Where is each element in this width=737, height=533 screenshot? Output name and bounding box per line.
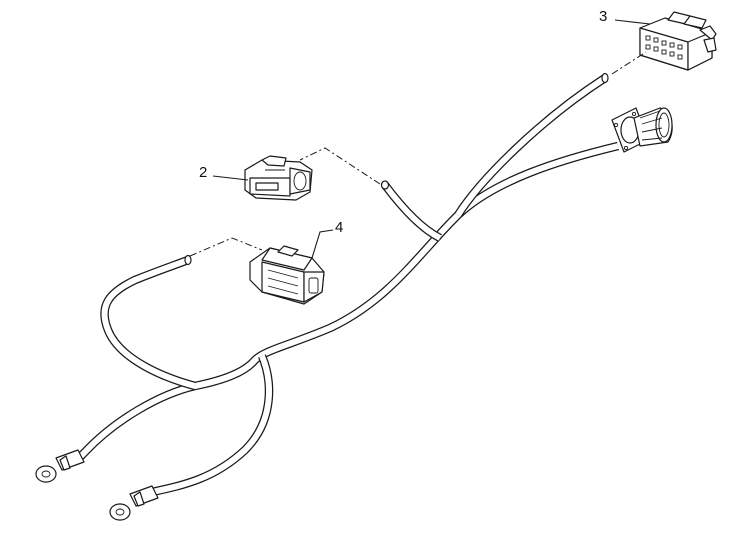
leader-line-3 [614,19,651,25]
association-lines [189,51,647,257]
dash-line-3 [611,51,647,75]
wire-ground-2 [151,354,274,497]
leader-lines [212,19,651,259]
wire-branch-4 [100,256,197,391]
wire-branch-2 [381,182,443,242]
callouts: 3 2 4 [199,8,607,236]
wire-end-3 [601,72,609,84]
wire-end-4 [184,254,192,266]
wire-main-trunk [71,141,619,466]
wire-branch-3 [454,74,608,218]
callout-3: 3 [599,8,607,25]
wire-end-2 [380,180,390,190]
connector-3 [639,11,717,71]
connector-3-pins [645,35,683,60]
wire-harness [71,72,619,497]
leader-line-2 [212,175,249,181]
ring-terminal-2 [109,485,159,521]
dash-line-2 [299,147,381,185]
ring-terminal-1 [35,449,85,483]
callout-2: 2 [199,164,207,181]
connector-4 [249,245,325,305]
callout-4: 4 [335,219,343,236]
dash-line-4 [189,237,263,257]
connector-2 [244,155,313,201]
round-bulkhead-connector [611,107,673,153]
leader-line-4 [311,229,334,259]
